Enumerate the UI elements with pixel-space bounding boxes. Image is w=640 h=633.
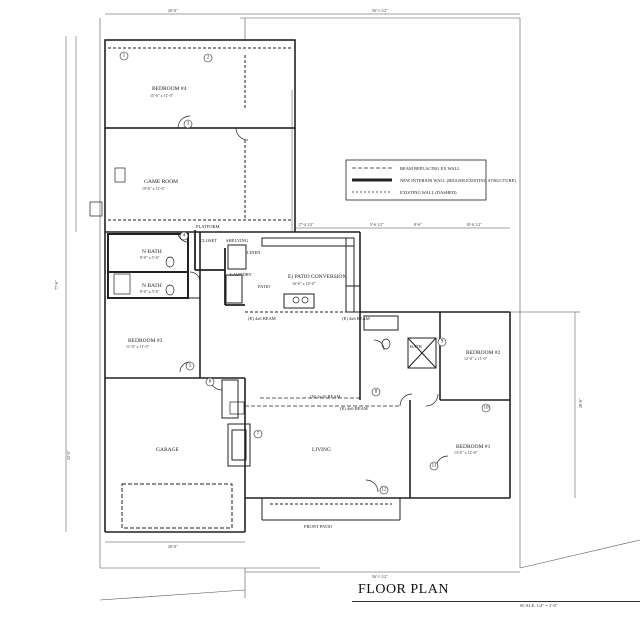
plan-title: FLOOR PLAN (358, 582, 449, 597)
svg-text:5: 5 (189, 364, 192, 369)
dim-top-right: 56'-1 1/2" (372, 8, 388, 13)
label-platform: PLATFORM (196, 224, 220, 229)
beam-lines (245, 397, 400, 407)
room-game-room-size: 19'-6" x 11'-6" (142, 186, 166, 191)
fixtures (89, 167, 391, 415)
wall-bath-east (363, 315, 437, 369)
svg-text:6: 6 (209, 380, 212, 385)
label-shelving: SHELVING (226, 238, 249, 243)
svg-text:11: 11 (432, 464, 437, 469)
dim-seg-b: 8'-6" (414, 222, 422, 227)
room-bath-a-size: 8'-0" x 5'-6" (140, 255, 160, 260)
marker-7: 7 (253, 429, 263, 439)
marker-9: 9 (437, 337, 447, 347)
dimension-lines (65, 13, 580, 573)
fireplace (221, 379, 251, 467)
legend-label-existing: EXISTING WALL (DASHED) (400, 190, 457, 195)
label-new-beam-a: (E) 4x6 BEAM (248, 316, 276, 321)
front-patio (261, 498, 401, 521)
legend-label-beam: BEAM REPLACING EX WALL (400, 166, 460, 171)
dim-seg-d: 17'-4 1/2" (298, 222, 314, 227)
dim-right-side: 28'-6" (578, 398, 583, 408)
svg-text:10: 10 (484, 406, 490, 411)
dim-seg-a: 5'-6 1/2" (370, 222, 384, 227)
room-living-name: LIVING (312, 447, 331, 453)
svg-text:1: 1 (123, 54, 126, 59)
label-beam-mid: (N) 4x10 BEAM (310, 394, 341, 399)
svg-text:4: 4 (183, 234, 186, 239)
marker-5: 5 (185, 361, 195, 371)
markers: 1 2 3 4 5 6 7 8 9 10 11 12 (119, 51, 491, 495)
svg-text:7: 7 (257, 432, 260, 437)
label-front-patio: FRONT PATIO (304, 524, 333, 529)
wall-closet (194, 230, 247, 306)
door-swings (177, 115, 449, 493)
title-underline (352, 601, 640, 602)
label-patio: PATIO (258, 284, 271, 289)
wall-south-block (104, 377, 510, 533)
wall-game-room (105, 47, 295, 221)
room-bath-b-name: N BATH (142, 283, 162, 289)
garage-door (121, 483, 233, 529)
wall-east-wing (359, 311, 511, 498)
room-bedroom1-size: 13'-0" x 12'-0" (454, 450, 478, 455)
room-bath-b-size: 8'-0" x 5'-6" (140, 289, 160, 294)
svg-text:3: 3 (187, 122, 190, 127)
label-beam-mid2: (E) 4x6 BEAM (340, 406, 368, 411)
marker-2: 2 (203, 53, 213, 63)
label-bath: BATH (410, 344, 423, 349)
dim-left-total: 77'-6" (54, 280, 59, 290)
room-bath-a-name: N BATH (142, 249, 162, 255)
room-garage-name: GARAGE (156, 447, 180, 453)
room-patio-conversion-size: 16'-0" x 10'-0" (292, 281, 316, 286)
marker-8: 8 (371, 387, 381, 397)
label-laundry: LAUNDRY (230, 272, 253, 277)
room-bedroom3-name: BEDROOM #3 (128, 338, 163, 344)
label-closet: CLOSET (200, 238, 217, 243)
room-bedroom4-name: BEDROOM #4 (152, 86, 187, 92)
wall-baths (107, 233, 200, 299)
room-bedroom3-size: 11'-0" x 11'-0" (126, 344, 149, 349)
svg-text:9: 9 (441, 340, 444, 345)
outer-boundary (99, 17, 640, 601)
dim-left-lower: 22'-0" (66, 450, 71, 460)
room-bedroom4-size: 15'-6" x 11'-0" (150, 93, 174, 98)
marker-6: 6 (205, 377, 215, 387)
room-game-room-name: GAME ROOM (144, 179, 178, 185)
marker-12: 12 (379, 485, 389, 495)
label-new-beam-b: (E) 4x6 BEAM (342, 316, 370, 321)
wall-patio-conversion (245, 237, 361, 313)
legend-box (345, 159, 487, 201)
marker-4: 4 (179, 231, 189, 241)
marker-10: 10 (481, 403, 491, 413)
svg-text:2: 2 (207, 56, 210, 61)
dim-seg-c: 10'-6 1/2" (466, 222, 482, 227)
room-patio-conversion-name: E) PATIO CONVERSION (288, 273, 346, 280)
svg-text:12: 12 (382, 488, 388, 493)
room-bedroom2-size: 12'-0" x 11'-0" (464, 356, 488, 361)
room-bedroom1-name: BEDROOM #1 (456, 444, 491, 450)
legend-label-new-wall: NEW INTERIOR WALL (BIGGER EXISTING STRUC… (400, 178, 516, 183)
marker-3: 3 (183, 119, 193, 129)
svg-text:8: 8 (375, 390, 378, 395)
plan-scale: SCALE: 1/4" = 1'-0" (520, 603, 558, 608)
dim-bottom-right: 56'-1 1/2" (372, 574, 388, 579)
marker-11: 11 (429, 461, 439, 471)
marker-1: 1 (119, 51, 129, 61)
room-bedroom2-name: BEDROOM #2 (466, 350, 501, 356)
dim-bottom-left: 20'-0" (168, 544, 178, 549)
dim-top-left: 20'-0" (168, 8, 178, 13)
wall-bedroom4 (104, 39, 296, 232)
label-linen: LINEN (247, 250, 261, 255)
